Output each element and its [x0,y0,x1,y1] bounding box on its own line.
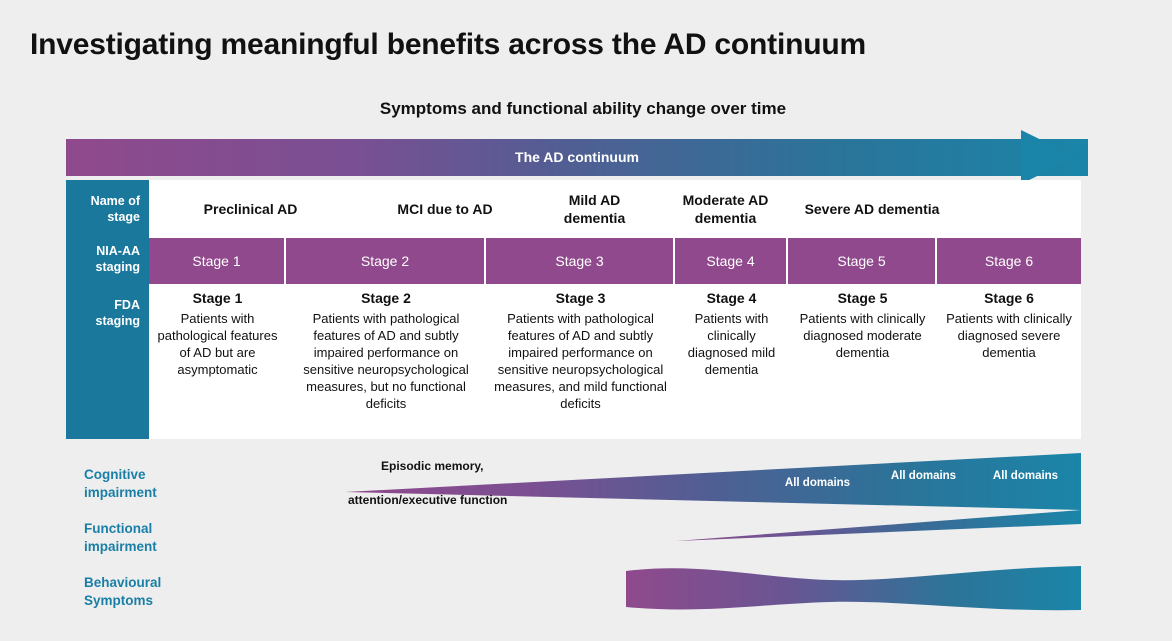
fda-stage-description: Patients with pathological features of A… [157,311,278,377]
nia-stage-cell: Stage 2 [286,238,486,284]
fda-stage-cell: Stage 4 Patients with clinically diagnos… [675,284,788,439]
row-label-line2: staging [95,314,140,328]
wedge-label-line2: impairment [84,485,157,500]
stage-name-cell: Moderate AD dementia [682,192,769,226]
wedge-label-line1: Functional [84,521,153,536]
wedge-label-functional-impairment: Functional impairment [84,520,204,556]
wedge-label-line1: Cognitive [84,467,146,482]
row-label-column: Name of stage NIA-AA staging FDA staging [66,180,149,439]
fda-stage-cell: Stage 1 Patients with pathological featu… [149,284,286,439]
nia-stage-cell: Stage 3 [486,238,675,284]
nia-stage-cell: Stage 1 [149,238,286,284]
right-arrow-icon [1021,130,1076,184]
fda-stage-cell: Stage 5 Patients with clinically diagnos… [788,284,937,439]
nia-stage-cell: Stage 6 [937,238,1081,284]
fda-stage-description: Patients with clinically diagnosed mild … [687,311,776,377]
annotation-episodic-memory: Episodic memory, [381,459,484,473]
wedge-functional-impairment [676,510,1081,541]
row-label-name-of-stage: Name of stage [68,193,140,225]
fda-stage-name: Stage 3 [555,290,606,306]
row-label-line1: NIA-AA [96,244,140,258]
wedge-label-behavioural-symptoms: Behavioural Symptoms [84,574,204,610]
fda-stage-name: Stage 2 [361,290,411,306]
stage-name-cell: Preclinical AD [203,201,298,217]
nia-stage-cell: Stage 4 [675,238,788,284]
wedge-label-line1: Behavioural [84,575,162,590]
stage-name-cell: Mild AD dementia [563,192,626,226]
fda-stage-name: Stage 4 [706,290,757,306]
wedge-label-line2: impairment [84,539,157,554]
row-label-line1: Name of [90,194,140,208]
ad-continuum-banner: The AD continuum [66,139,1088,176]
subtitle: Symptoms and functional ability change o… [379,99,787,118]
annotation-attention-executive-function: attention/executive function [348,493,508,507]
fda-stage-cell: Stage 3 Patients with pathological featu… [486,284,675,439]
stage-table: Name of stage NIA-AA staging FDA staging… [66,180,1081,439]
continuum-gradient-bar [66,139,1088,176]
fda-stage-description: Patients with clinically diagnosed moder… [799,311,926,360]
stage-name-cell: MCI due to AD [397,201,493,217]
fda-stage-name: Stage 5 [837,290,888,306]
fda-stage-description: Patients with pathological features of A… [494,311,667,411]
wedge-label-cognitive-impairment: Cognitive impairment [84,466,204,502]
nia-stage-cell: Stage 5 [788,238,937,284]
row-label-fda-staging: FDA staging [68,297,140,329]
page-title: Investigating meaningful benefits across… [30,28,866,61]
row-label-line2: staging [95,260,140,274]
table-body: Preclinical AD MCI due to AD Mild AD dem… [149,180,1081,439]
wedge-behavioural-symptoms [626,566,1081,611]
fda-stage-cell: Stage 2 Patients with pathological featu… [286,284,486,439]
wedge-cognitive-impairment [345,453,1081,510]
wedge-label-line2: Symptoms [84,593,154,608]
fda-stage-name: Stage 1 [192,290,243,306]
row-label-nia-aa-staging: NIA-AA staging [68,243,140,275]
table-row-name-of-stage: Preclinical AD MCI due to AD Mild AD dem… [149,180,1081,238]
fda-stage-description: Patients with clinically diagnosed sever… [946,311,1072,360]
symptom-progression-chart: Cognitive impairment Functional impairme… [0,450,1172,625]
annotation-all-domains-3: All domains [992,470,1059,482]
table-row-fda-staging: Stage 1 Patients with pathological featu… [149,284,1081,439]
annotation-all-domains-1: All domains [784,477,851,489]
annotation-all-domains-2: All domains [890,470,957,482]
row-label-line1: FDA [114,298,140,312]
fda-stage-name: Stage 6 [984,290,1034,306]
stage-name-cell: Severe AD dementia [804,201,940,217]
continuum-label: The AD continuum [515,149,639,165]
table-row-nia-aa-staging: Stage 1 Stage 2 Stage 3 Stage 4 Stage 5 … [149,238,1081,284]
fda-stage-description: Patients with pathological features of A… [303,311,469,411]
fda-stage-cell: Stage 6 Patients with clinically diagnos… [937,284,1081,439]
row-label-line2: stage [107,210,140,224]
